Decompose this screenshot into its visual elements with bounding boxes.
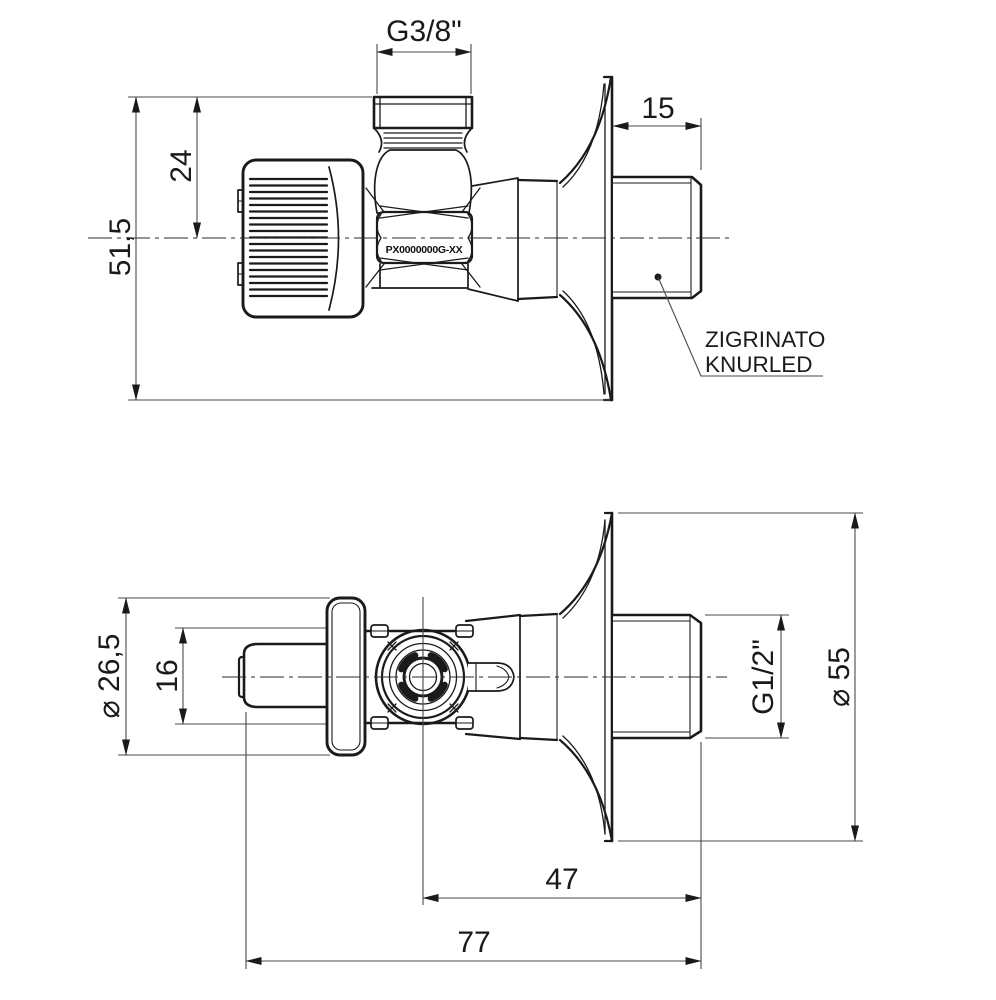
dim-label-77: 77 bbox=[457, 926, 490, 959]
callout-zigrinato: ZIGRINATO bbox=[705, 327, 825, 352]
inlet-port-g38 bbox=[372, 95, 474, 153]
top-view: PX0000000G-XX bbox=[88, 15, 825, 402]
body-flange bbox=[363, 624, 474, 730]
dim-nipple-length: 15 bbox=[612, 92, 702, 170]
handle-stem bbox=[237, 642, 329, 709]
dim-rosette: ⌀ 55 bbox=[618, 512, 863, 842]
dim-handle-width: ⌀ 26,5 bbox=[93, 597, 330, 756]
dim-label-16: 16 bbox=[151, 659, 184, 692]
dim-label-15: 15 bbox=[641, 92, 674, 125]
callout-knurled: KNURLED bbox=[705, 352, 813, 377]
dim-thread-g12: G1/2" bbox=[705, 614, 789, 739]
dim-label-47: 47 bbox=[545, 863, 578, 896]
dim-label-24: 24 bbox=[165, 149, 198, 182]
dim-total-length: 77 bbox=[245, 712, 702, 969]
bottom-view: ⌀ 26,5 16 G1/2" ⌀ 55 47 77 bbox=[93, 511, 863, 969]
dim-axis-to-wall: 47 bbox=[422, 742, 702, 969]
dim-label-55: ⌀ 55 bbox=[823, 647, 856, 707]
valve-body: PX0000000G-XX bbox=[365, 149, 559, 302]
dim-label-51-5: 51,5 bbox=[104, 218, 137, 276]
knurling bbox=[248, 177, 329, 298]
part-number: PX0000000G-XX bbox=[386, 244, 463, 256]
dim-thread-g38: G3/8" bbox=[376, 15, 472, 94]
dim-label-g38: G3/8" bbox=[386, 15, 462, 48]
dim-total-height: 51,5 bbox=[104, 96, 610, 401]
dim-inlet-to-axis: 24 bbox=[165, 96, 201, 239]
dim-stem: 16 bbox=[151, 627, 187, 725]
dim-label-26-5: ⌀ 26,5 bbox=[93, 634, 126, 719]
dim-label-g12: G1/2" bbox=[747, 639, 780, 715]
screw-marks bbox=[387, 641, 459, 713]
knurled-callout: ZIGRINATO KNURLED bbox=[654, 273, 825, 377]
